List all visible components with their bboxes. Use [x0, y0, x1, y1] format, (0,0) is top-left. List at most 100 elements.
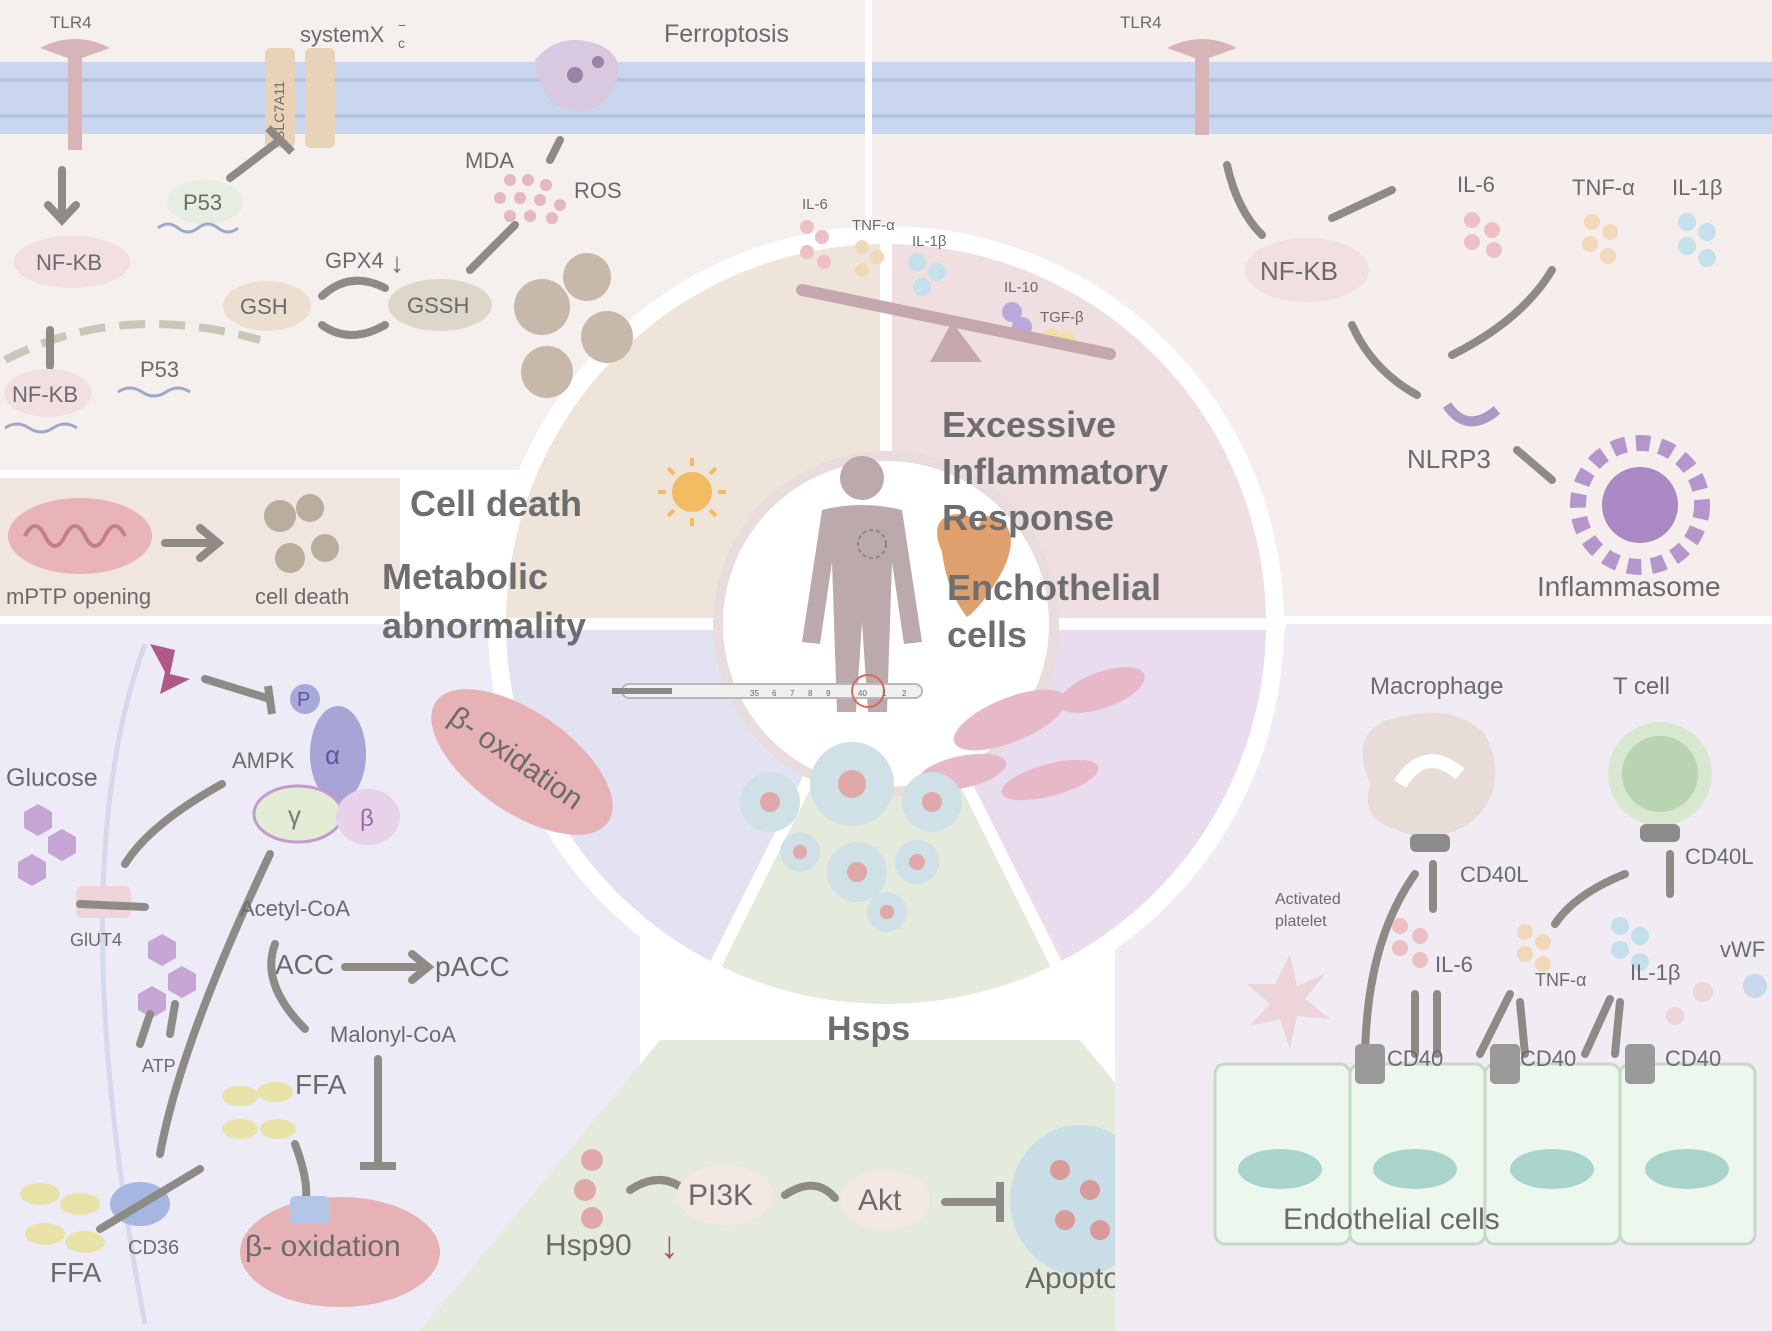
malonyl-coa-label: Malonyl-CoA: [330, 1022, 456, 1047]
il1b-bottom-label: IL-1β: [1630, 960, 1681, 985]
thermo-7: 7: [790, 689, 795, 698]
thermo-8: 8: [808, 689, 813, 698]
ferroptosis-diagram: TLR4 systemX − c SLC7A11 Ferroptosis P53…: [0, 13, 865, 434]
ros-label: ROS: [574, 178, 622, 203]
hsp-cells-icon: [740, 742, 962, 932]
endothelial-cell-row: [1213, 1062, 1757, 1246]
balance-il10-label: IL-10: [1004, 279, 1038, 296]
hsp90-label: Hsp90: [545, 1229, 632, 1262]
central-circle: 35 6 7 8 9 40 1 2 Cell death IL-6 TNF-α …: [382, 112, 1382, 1072]
balance-il6-label: IL-6: [802, 196, 828, 213]
il1b-top-label: IL-1β: [1672, 175, 1723, 200]
metabolic-line1: Metabolic: [382, 556, 548, 597]
macrophage-icon: [1362, 712, 1496, 837]
systemxc-label: systemX: [300, 22, 385, 47]
inflammasome-icon: [1570, 435, 1710, 575]
glucose-hexagons-icon: [18, 804, 196, 1018]
mitochondrion-icon: [8, 498, 152, 574]
dead-cells-icon: [264, 494, 339, 573]
systemxc-sup: −: [398, 17, 406, 33]
systemxc-sub: c: [398, 35, 405, 51]
thermo-35: 35: [750, 689, 759, 698]
nlrp3-label: NLRP3: [1407, 444, 1491, 474]
tlr4-right-icon: [1167, 39, 1237, 135]
dna-icon: [157, 222, 239, 234]
pacc-label: pACC: [435, 951, 510, 982]
gssh-label: GSSH: [407, 293, 469, 318]
tlr4-label: TLR4: [50, 13, 92, 32]
balance-beam-icon: [796, 284, 1116, 360]
human-silhouette-icon: [802, 456, 922, 712]
metabolic-line2: abnormality: [382, 605, 586, 646]
atp-label: ATP: [142, 1056, 176, 1076]
activated-platelet-line1: Activated: [1275, 891, 1341, 908]
tlr4-receptor-icon: [40, 39, 110, 150]
panel-mptp: mPTP opening cell death: [0, 478, 400, 616]
endothelial-cells-label: Endothelial cells: [1283, 1203, 1500, 1236]
slc7a11-label: SLC7A11: [271, 81, 287, 140]
il6-particles-icon: [1464, 212, 1502, 258]
thermo-2: 2: [902, 689, 907, 698]
ffa-particles-right-icon: [222, 1082, 296, 1139]
t-cell-label: T cell: [1613, 673, 1670, 700]
hsp90-particles-icon: [574, 1149, 603, 1229]
gamma-label: γ: [288, 800, 301, 830]
mptp-opening-label: mPTP opening: [6, 584, 151, 609]
ampk-alpha-subunit: [310, 706, 366, 802]
cd40-receptor-b-icon: [1490, 1044, 1520, 1084]
thermometer-icon: [612, 674, 923, 708]
il6-bottom-label: IL-6: [1435, 952, 1473, 977]
cd40l-right-label: CD40L: [1685, 844, 1753, 869]
beta-oxidation-bottom-label: β- oxidation: [245, 1230, 401, 1263]
macrophage-label: Macrophage: [1370, 673, 1503, 700]
beta-label: β: [360, 805, 374, 832]
cd40-b-label: CD40: [1520, 1046, 1576, 1071]
cd40l-left-icon: [1410, 834, 1450, 852]
p53-bottom-label: P53: [140, 357, 179, 382]
acetyl-coa-label: Acetyl-CoA: [240, 896, 350, 921]
il1b-particles-icon: [1678, 213, 1716, 267]
inflammatory-line1: Excessive: [942, 404, 1116, 445]
slc7a11-transporter-icon: [265, 48, 295, 148]
inflammatory-line2: Inflammatory: [942, 451, 1168, 492]
akt-label: Akt: [858, 1184, 902, 1217]
ros-particles-icon: [494, 174, 566, 224]
il1b-particles-bottom-icon: [1611, 917, 1649, 971]
ampk-label: AMPK: [232, 748, 295, 773]
nfkb-right-label: NF-KB: [1260, 256, 1338, 286]
inflammasome-label: Inflammasome: [1537, 571, 1721, 602]
nfkb-top-label: NF-KB: [36, 250, 102, 275]
balance-tnfa-label: TNF-α: [852, 217, 895, 234]
lightning-icon: [150, 644, 190, 694]
gpx4-down-arrow: ↓: [390, 247, 404, 278]
thermo-9: 9: [826, 689, 831, 698]
glut4-label: GlUT4: [70, 930, 122, 950]
mda-label: MDA: [465, 148, 514, 173]
vwf-label: vWF: [1720, 937, 1765, 962]
tnfa-particles-icon: [1582, 214, 1618, 264]
glucose-label: Glucose: [6, 764, 98, 792]
panel-ferroptosis: TLR4 systemX − c SLC7A11 Ferroptosis P53…: [0, 0, 865, 470]
sun-icon: [658, 458, 726, 526]
tlr4-right-label: TLR4: [1120, 13, 1162, 32]
ampk-beta-subunit: [336, 789, 400, 845]
tnfa-top-label: TNF-α: [1572, 175, 1635, 200]
alpha-label: α: [325, 740, 340, 770]
balance-il1b-label: IL-1β: [912, 233, 947, 250]
thermo-6: 6: [772, 689, 777, 698]
endothelial-line1: Enchothelial: [947, 567, 1161, 608]
mitochondrion-bottom-icon: [240, 1197, 440, 1307]
ffa-particles-left-icon: [20, 1183, 105, 1253]
hsps-label: Hsps: [827, 1010, 910, 1048]
cd40l-right-icon: [1640, 824, 1680, 842]
heart-icon: [937, 513, 1011, 617]
il6-particles-bottom-icon: [1392, 918, 1428, 968]
cell-membrane: [0, 62, 865, 134]
cd40-c-label: CD40: [1665, 1046, 1721, 1071]
hsp90-down-arrow: ↓: [660, 1225, 679, 1267]
inflammatory-line3: Response: [942, 497, 1114, 538]
acc-label: ACC: [275, 949, 334, 980]
cd40-receptor-a-icon: [1355, 1044, 1385, 1084]
endothelial-line2: cells: [947, 614, 1027, 655]
cd40l-left-label: CD40L: [1460, 862, 1528, 887]
